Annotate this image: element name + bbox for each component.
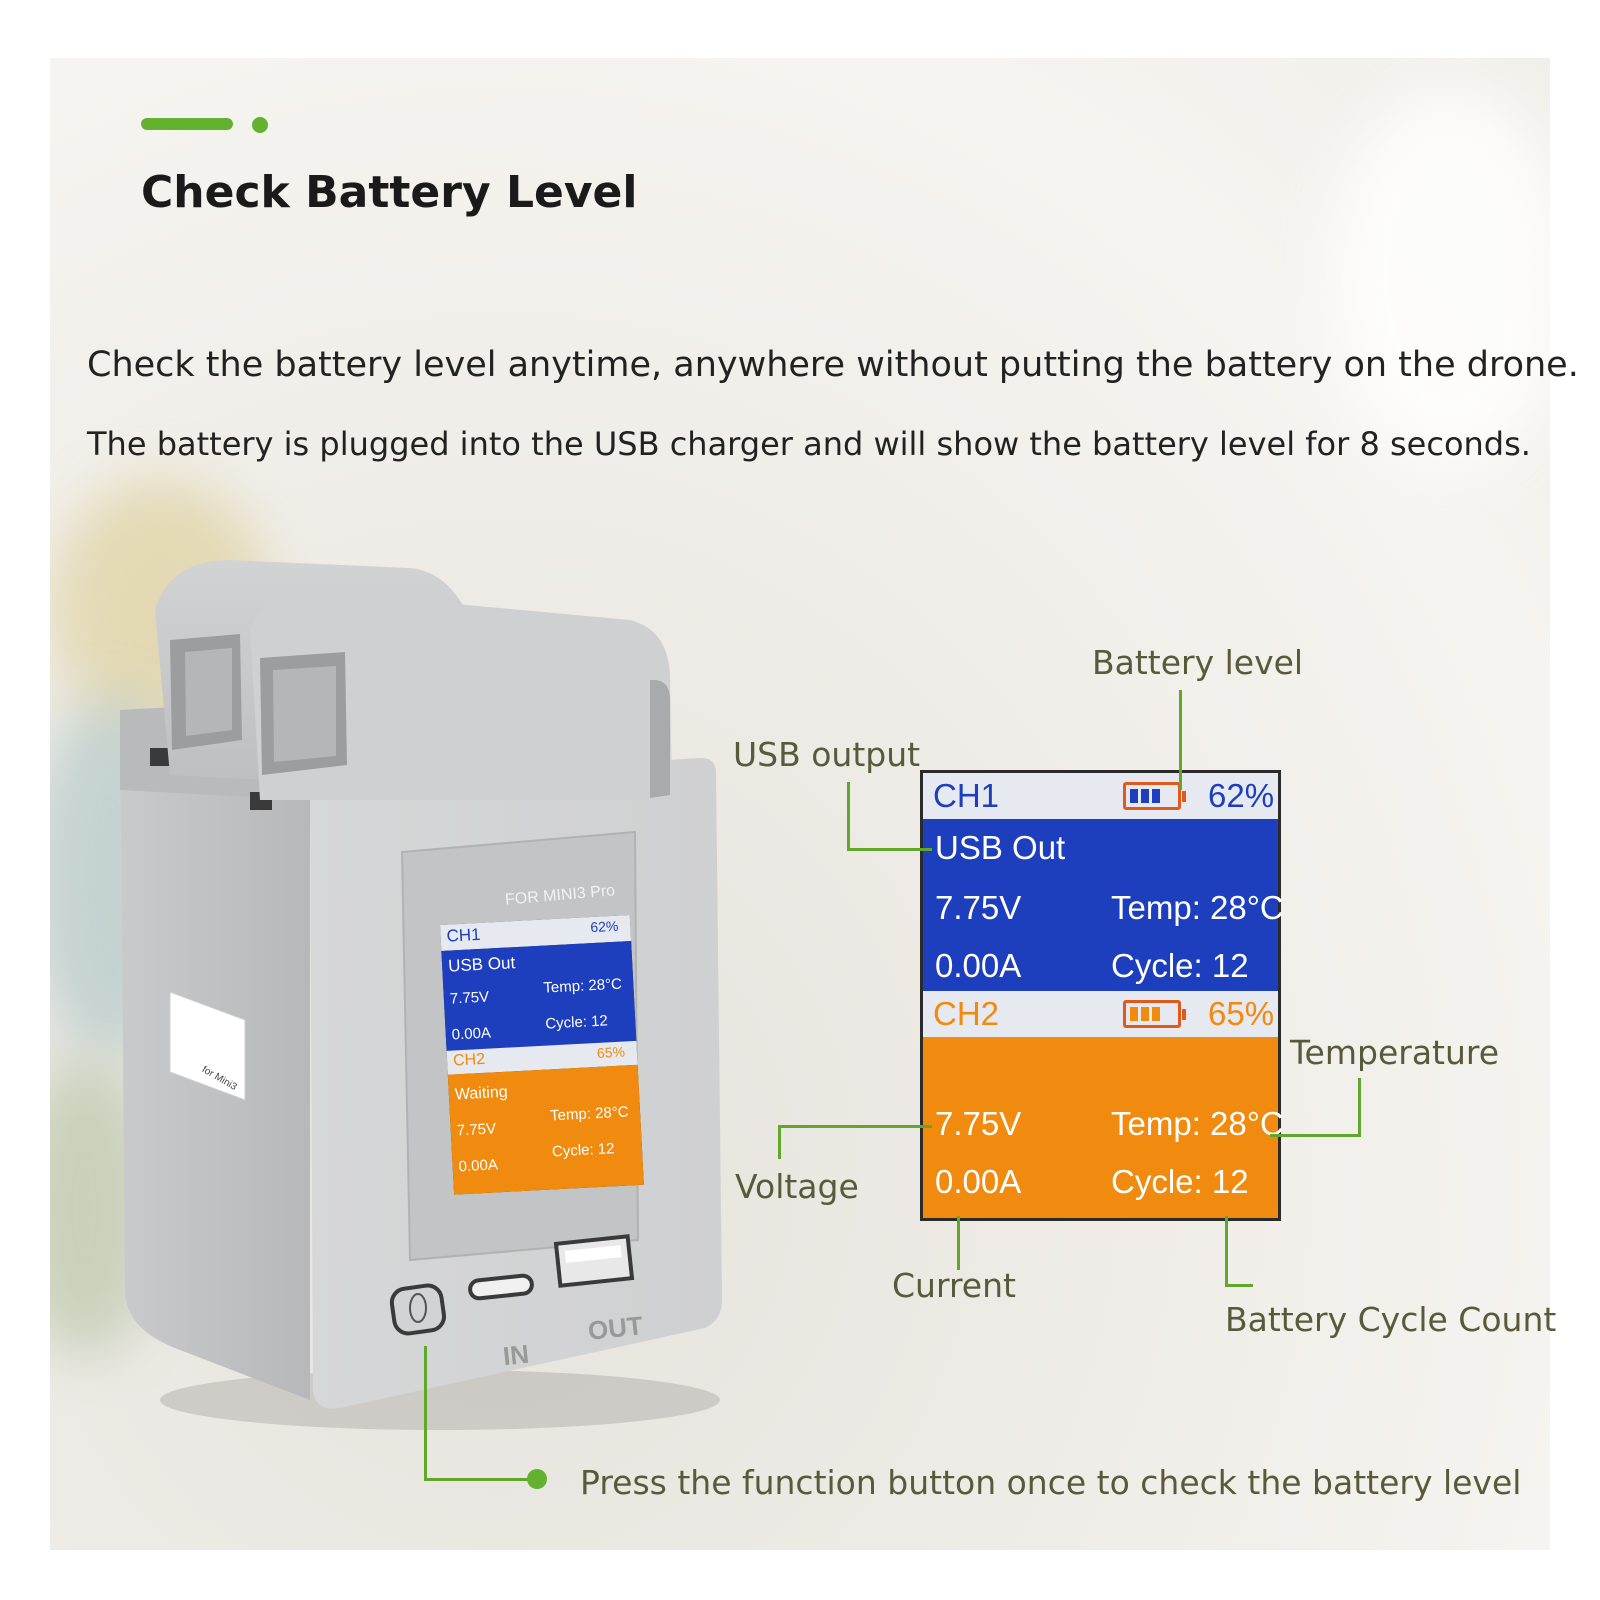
device-screen: CH1 62% USB Out 7.75V Temp: 28°C 0.00A C… xyxy=(440,915,644,1195)
callout-voltage: Voltage xyxy=(735,1167,859,1206)
callout-usb-output: USB output xyxy=(733,735,921,774)
ch1-status: USB Out xyxy=(935,829,1066,866)
device-ch2-cycle: Cycle: 12 xyxy=(551,1140,615,1161)
device-ch1-name: CH1 xyxy=(446,924,482,946)
port-out-label: OUT xyxy=(586,1310,645,1346)
ch1-cycle-count: Cycle: 12 xyxy=(1111,947,1249,984)
accent-dot xyxy=(252,117,268,133)
usb-c-port xyxy=(468,1273,534,1301)
background-window-blur xyxy=(1330,88,1550,468)
ch1-current: 0.00A xyxy=(935,947,1022,984)
device-ch2-current: 0.00A xyxy=(458,1156,499,1176)
callout-line-usb-output xyxy=(847,782,850,850)
accent-bar xyxy=(141,118,233,130)
callout-cycle-count: Battery Cycle Count xyxy=(1225,1300,1557,1339)
callout-temperature: Temperature xyxy=(1290,1033,1500,1072)
description-primary: Check the battery level anytime, anywher… xyxy=(87,345,1579,385)
device-ch2-percent: 65% xyxy=(596,1043,626,1061)
ch2-cycle-count: Cycle: 12 xyxy=(1111,1163,1249,1200)
page-title: Check Battery Level xyxy=(141,167,638,218)
callout-line-function-button xyxy=(424,1478,534,1481)
ch1-header-bar xyxy=(923,773,1278,819)
ch1-panel xyxy=(923,819,1278,991)
ch1-voltage: 7.75V xyxy=(935,889,1022,926)
callout-line-battery-level xyxy=(1179,690,1182,790)
device-ch2-voltage: 7.75V xyxy=(456,1120,497,1140)
callout-line-current xyxy=(957,1216,960,1270)
device-ch2-status: Waiting xyxy=(454,1083,509,1104)
callout-line-usb-output xyxy=(847,848,932,851)
ch2-temperature: Temp: 28°C xyxy=(1111,1105,1284,1142)
description-secondary: The battery is plugged into the USB char… xyxy=(87,425,1531,463)
device-ch1-current: 0.00A xyxy=(451,1024,492,1044)
battery-slot-latch xyxy=(150,748,172,766)
callout-line-voltage xyxy=(778,1125,781,1159)
display-detail: CH1 62% USB Out 7.75V Temp: 28°C 0.00A C… xyxy=(920,770,1284,1221)
callout-function-button: Press the function button once to check … xyxy=(580,1463,1522,1502)
callout-dot-function-button xyxy=(527,1469,547,1489)
ch2-battery-icon xyxy=(1123,1000,1186,1028)
ch2-current: 0.00A xyxy=(935,1163,1022,1200)
callout-line-function-button xyxy=(424,1346,427,1480)
battery-pack-front xyxy=(250,591,672,800)
ch1-percent: 62% xyxy=(1208,777,1275,814)
callout-line-temperature xyxy=(1358,1078,1361,1136)
ch1-temperature: Temp: 28°C xyxy=(1111,889,1284,926)
ch2-percent: 65% xyxy=(1208,995,1275,1032)
device-sticker xyxy=(169,991,246,1101)
device-ch1-status: USB Out xyxy=(447,953,516,976)
function-button xyxy=(389,1283,447,1336)
device-ch1-cycle: Cycle: 12 xyxy=(544,1012,609,1033)
device-ch1-percent: 62% xyxy=(589,917,619,936)
callout-line-cycle-count xyxy=(1225,1216,1228,1286)
ch2-voltage: 7.75V xyxy=(935,1105,1022,1142)
port-in-label: IN xyxy=(501,1338,531,1372)
ch2-panel xyxy=(923,1037,1278,1218)
callout-current: Current xyxy=(892,1266,1016,1305)
ch1-name: CH1 xyxy=(933,777,1000,814)
device-ch2-name: CH2 xyxy=(452,1050,486,1070)
callout-line-voltage xyxy=(778,1125,932,1128)
callout-line-temperature xyxy=(1270,1134,1361,1137)
callout-line-cycle-count xyxy=(1225,1284,1253,1287)
ch1-battery-icon xyxy=(1123,782,1186,810)
callout-battery-level: Battery level xyxy=(1092,643,1304,682)
ch2-name: CH2 xyxy=(933,995,1000,1032)
ch2-header-bar xyxy=(923,991,1278,1037)
device-ch1-voltage: 7.75V xyxy=(449,988,490,1008)
